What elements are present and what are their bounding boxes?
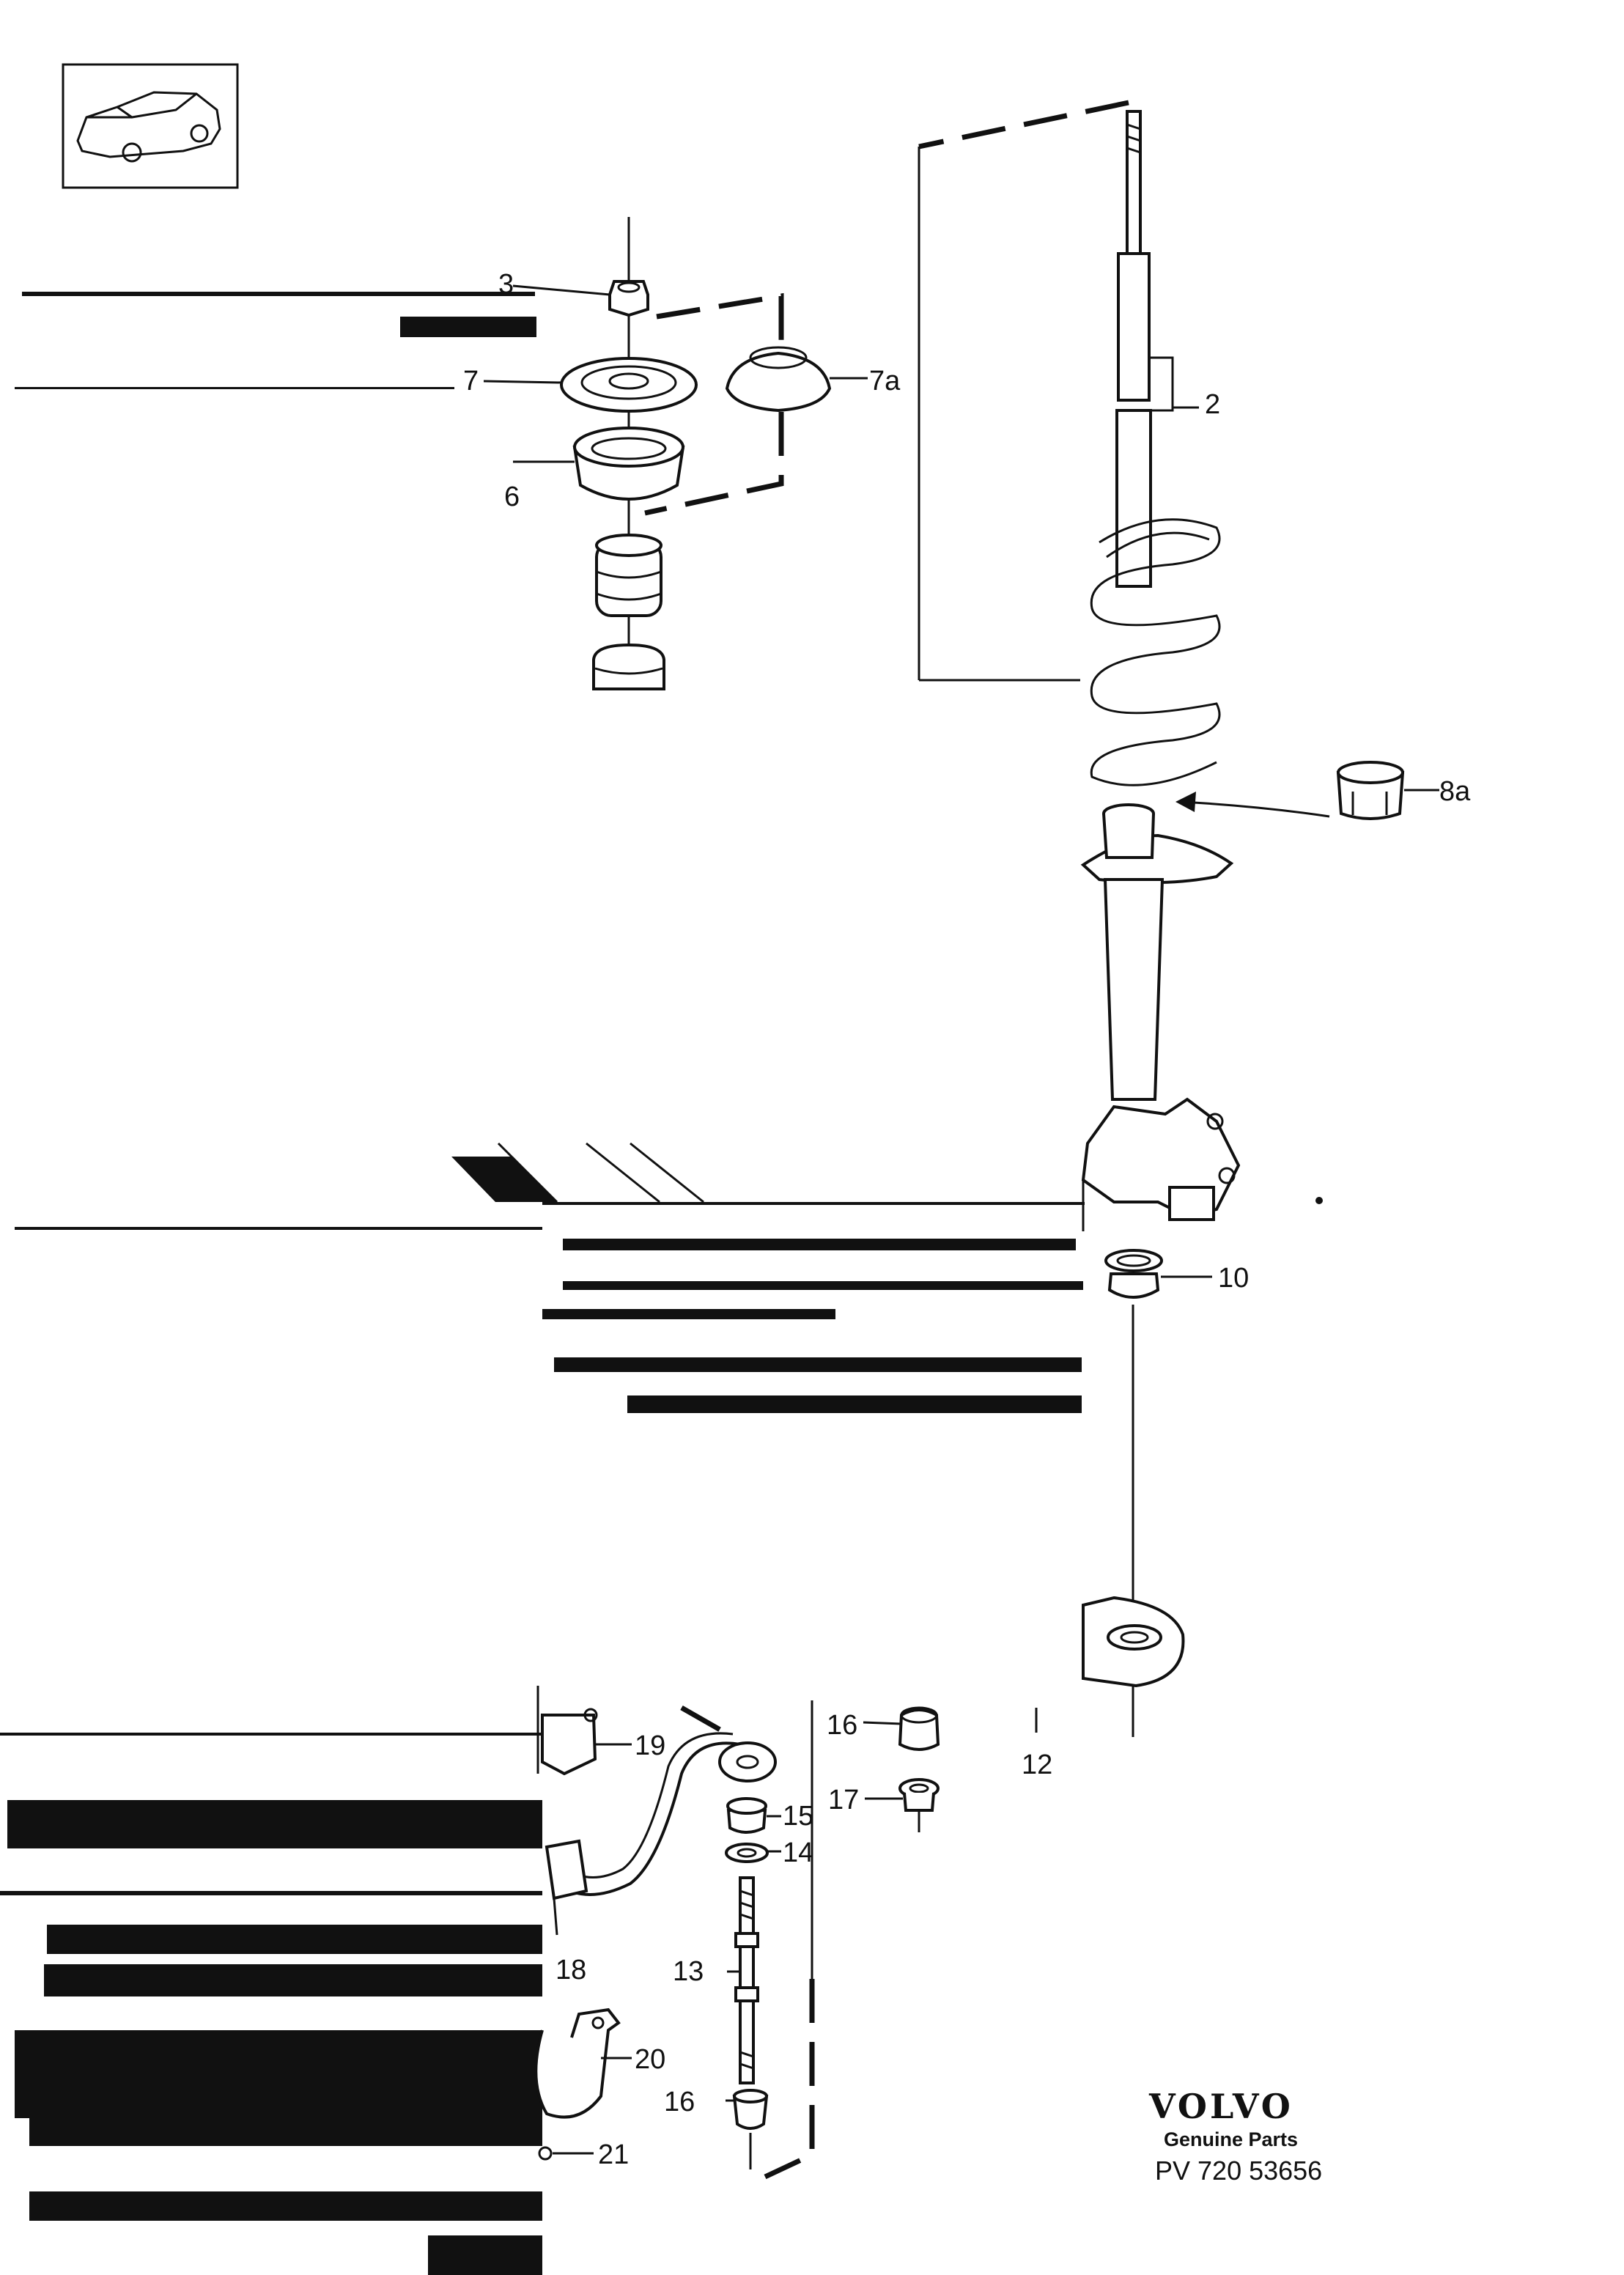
callout-19: 19 xyxy=(635,1730,665,1761)
alt-mount-part-7a xyxy=(644,292,832,516)
upper-plate-part-7 xyxy=(560,357,698,413)
brand-code: PV 720 53656 xyxy=(1155,2156,1322,2186)
callout-16-lower: 16 xyxy=(664,2087,695,2117)
callout-16-upper: 16 xyxy=(827,1710,857,1741)
brand-block: VOLVO Genuine Parts PV 720 53656 xyxy=(1148,2087,1322,2186)
brand-tagline: Genuine Parts xyxy=(1164,2128,1298,2150)
nut-part-3 xyxy=(608,280,649,317)
callout-10: 10 xyxy=(1218,1263,1249,1294)
callout-3: 3 xyxy=(498,269,514,300)
callout-15: 15 xyxy=(783,1801,813,1832)
strut-assembly xyxy=(918,100,1330,1231)
control-arm-eye xyxy=(1082,1596,1185,1688)
callout-2: 2 xyxy=(1205,389,1220,420)
callout-6: 6 xyxy=(504,482,520,512)
callout-7a: 7a xyxy=(869,366,901,397)
dust-boot xyxy=(592,643,665,690)
bearing-part-6 xyxy=(572,427,685,501)
callout-21: 21 xyxy=(598,2139,629,2170)
coil-spring xyxy=(1090,518,1221,786)
callout-7: 7 xyxy=(463,366,479,397)
callout-13: 13 xyxy=(673,1956,704,1987)
callouts: 3 7 6 7a 2 8a 10 12 16 17 19 15 14 18 13… xyxy=(463,269,1471,2170)
callout-18: 18 xyxy=(556,1955,586,1985)
top-mount-assembly xyxy=(560,217,698,690)
callout-20: 20 xyxy=(635,2044,665,2075)
brand-logo: VOLVO xyxy=(1148,2087,1293,2126)
bushing-part-8a xyxy=(1336,761,1405,820)
car-sedan-icon xyxy=(62,63,239,189)
callout-17: 17 xyxy=(828,1785,859,1815)
bushing-part-10 xyxy=(1104,1249,1163,1299)
callout-12: 12 xyxy=(1022,1749,1052,1780)
stabilizer-assembly xyxy=(534,1686,1038,2180)
scan-artifacts xyxy=(0,292,1085,2275)
leader-lines xyxy=(483,284,1439,2155)
bump-stop xyxy=(595,534,662,617)
callout-14: 14 xyxy=(783,1837,813,1868)
callout-8a: 8a xyxy=(1439,776,1471,807)
